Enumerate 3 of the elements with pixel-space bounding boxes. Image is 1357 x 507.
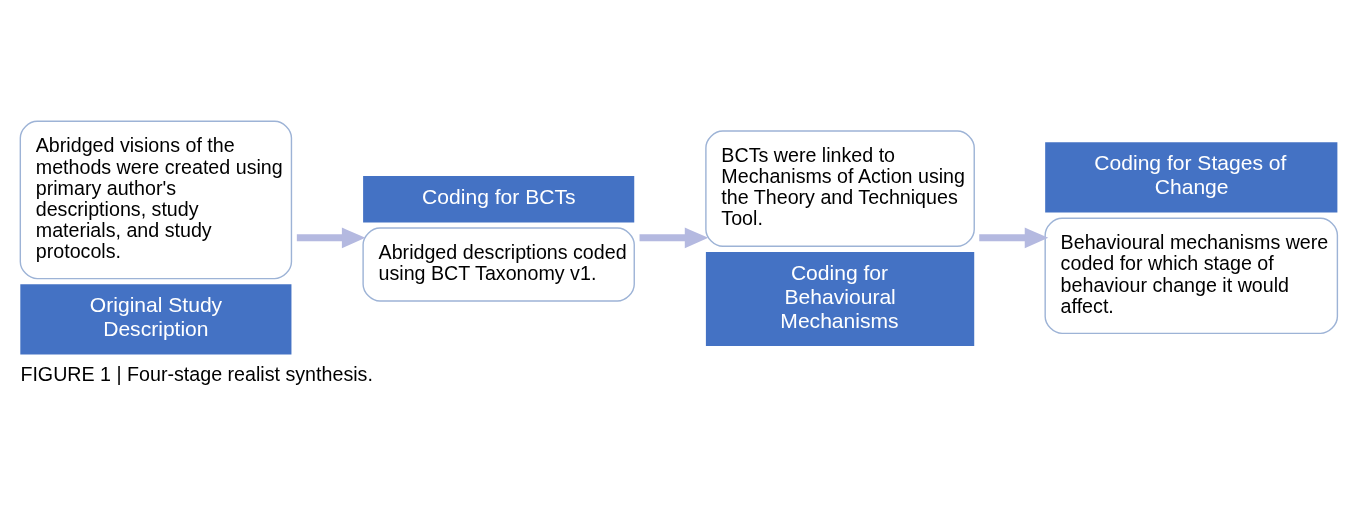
arrow <box>296 227 366 248</box>
caption: FIGURE 1 | Four-stage realist synthesis. <box>20 362 373 385</box>
arrow <box>639 227 709 248</box>
